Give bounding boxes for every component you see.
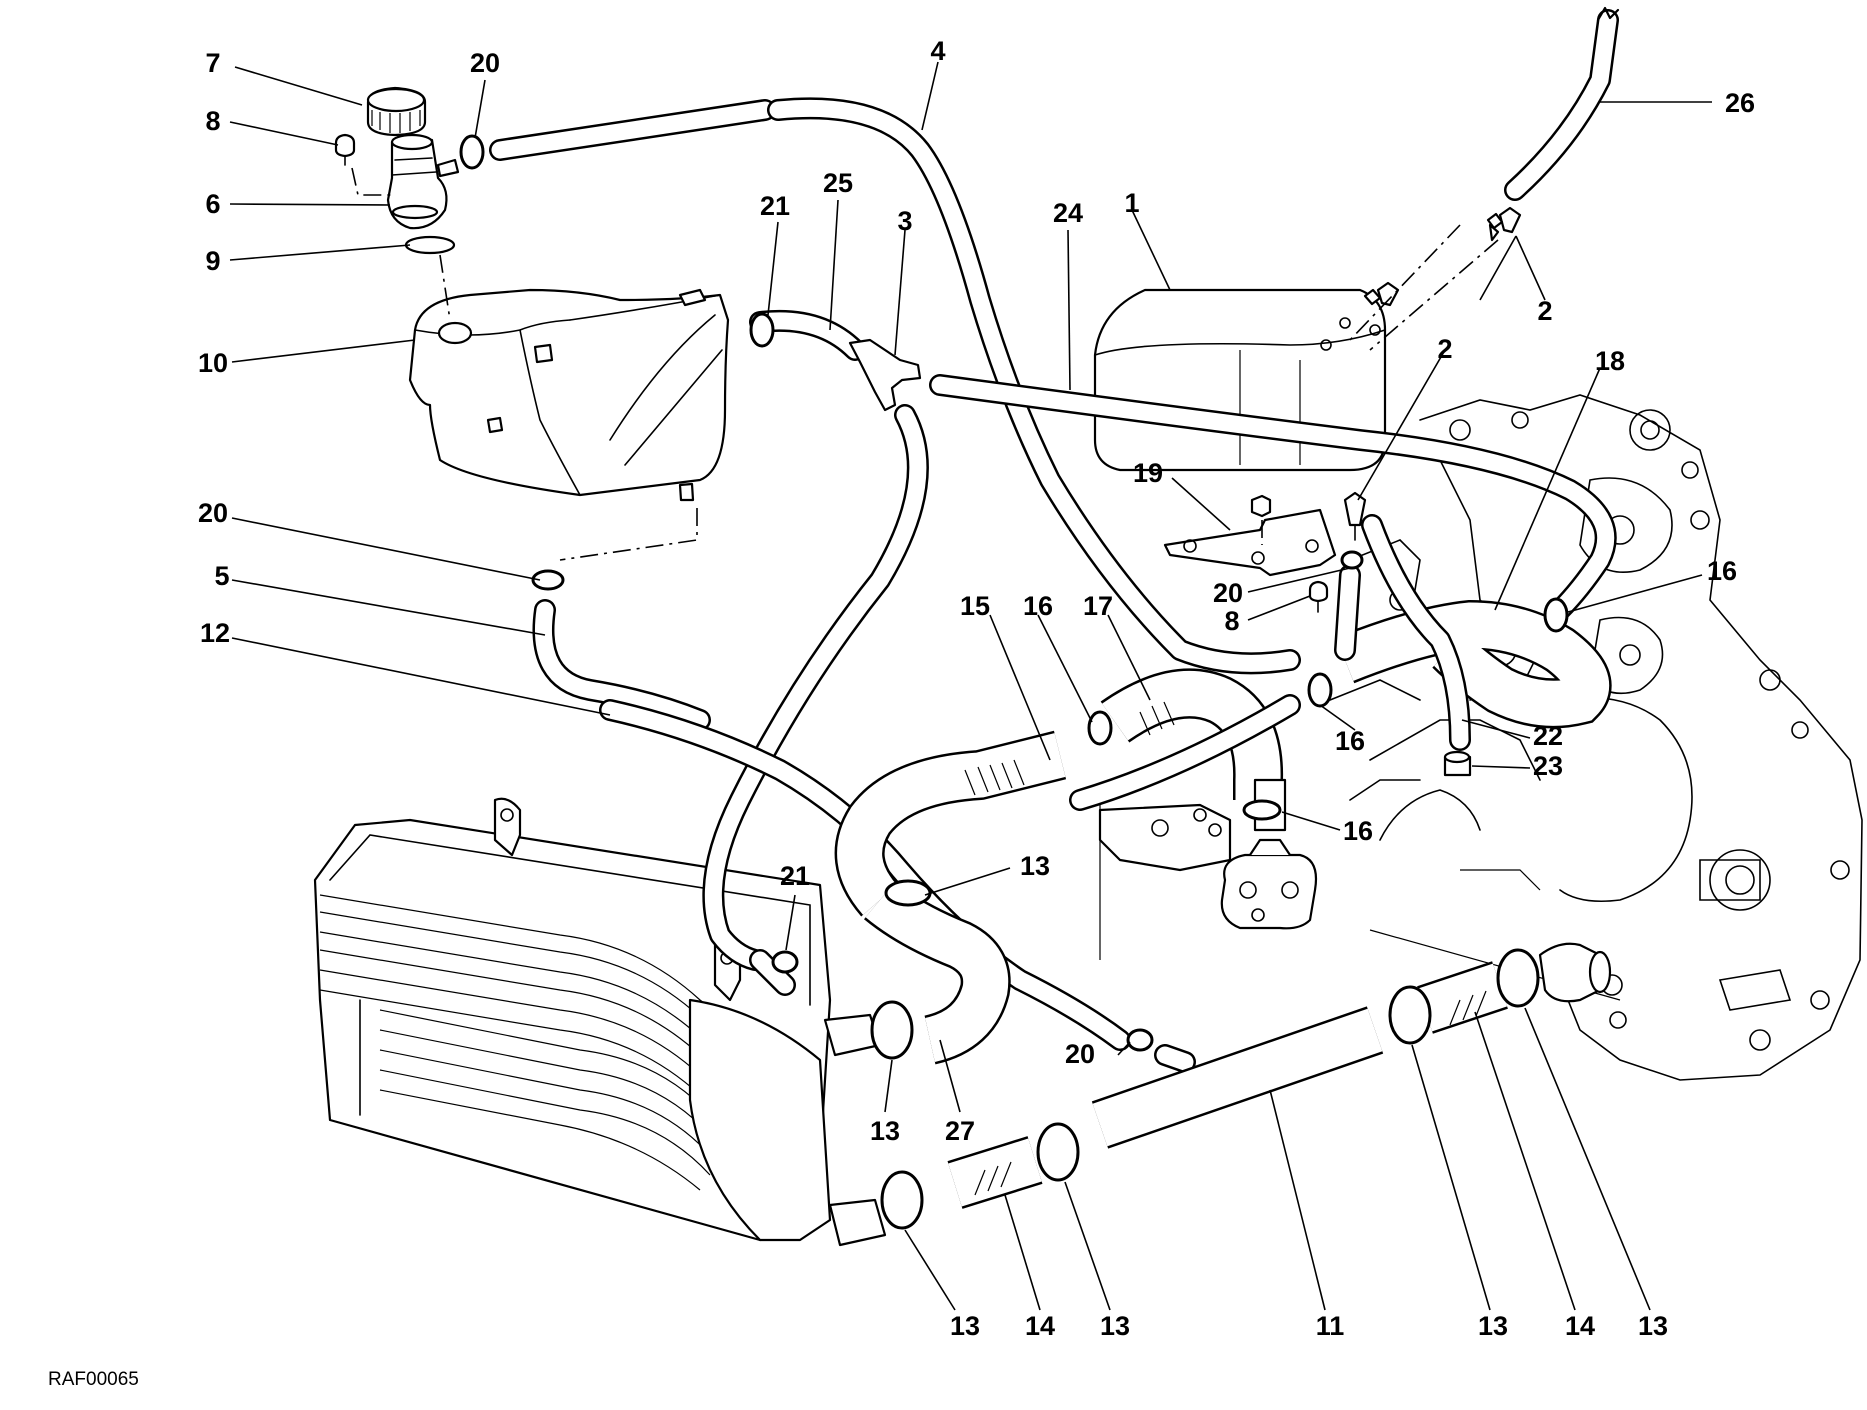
- callout-23: 23: [1533, 751, 1563, 781]
- expansion-tank: [408, 288, 730, 502]
- callout-5: 5: [214, 561, 229, 591]
- callout-6: 6: [205, 189, 220, 219]
- callout-16-a: 16: [1023, 591, 1053, 621]
- callout-2-upper: 2: [1537, 296, 1552, 326]
- diagram-reference-code: RAF00065: [48, 1369, 139, 1390]
- hose-3: [702, 404, 929, 971]
- hose-14a: [947, 1136, 1043, 1209]
- callout-4: 4: [930, 36, 945, 66]
- hose-26: [1504, 6, 1620, 201]
- callout-25: 25: [823, 168, 853, 198]
- callout-9: 9: [205, 246, 220, 276]
- callout-11: 11: [1316, 1311, 1345, 1341]
- callout-15: 15: [960, 591, 990, 621]
- callout-13-b1: 13: [950, 1311, 980, 1341]
- callout-8: 8: [205, 106, 220, 136]
- o-ring: [404, 235, 456, 255]
- hose-27: [863, 880, 1011, 1065]
- callout-16-b: 16: [1335, 726, 1365, 756]
- callout-13-b3: 13: [1478, 1311, 1508, 1341]
- hose-small: [1334, 564, 1361, 661]
- hose-22: [1361, 514, 1471, 751]
- callout-10: 10: [198, 348, 228, 378]
- callout-7: 7: [205, 48, 220, 78]
- plug: [1443, 750, 1472, 777]
- callout-21-lower: 21: [780, 861, 810, 891]
- filler-neck: [386, 133, 460, 230]
- hose-17: [1100, 668, 1284, 800]
- radiator: [313, 797, 887, 1247]
- t-piece: [848, 338, 922, 412]
- callout-12: 12: [200, 618, 230, 648]
- callout-17: 17: [1083, 591, 1113, 621]
- hose-24: [929, 374, 1617, 621]
- callout-14-b: 14: [1565, 1311, 1595, 1341]
- callout-19: 19: [1133, 458, 1163, 488]
- callout-13-b2: 13: [1100, 1311, 1130, 1341]
- callout-14-a: 14: [1025, 1311, 1055, 1341]
- manifold-plate: [1098, 803, 1232, 872]
- bleed-nipples: [1343, 206, 1522, 541]
- callout-13-upper: 13: [1020, 851, 1050, 881]
- callout-21: 21: [760, 191, 790, 221]
- callout-16-c: 16: [1343, 816, 1373, 846]
- hose-21-small: [749, 949, 1196, 1073]
- callout-13-b4: 13: [1638, 1311, 1668, 1341]
- callout-20-tank-lower: 20: [198, 498, 228, 528]
- pipe-11: [1091, 1006, 1384, 1149]
- callout-8-bracket: 8: [1224, 606, 1239, 636]
- callout-18: 18: [1595, 346, 1625, 376]
- callout-16-right: 16: [1707, 556, 1737, 586]
- hose-12: [599, 699, 1131, 1051]
- hose-15: [834, 730, 1067, 917]
- callout-20-lower: 20: [1065, 1039, 1095, 1069]
- callout-13-radiator: 13: [870, 1116, 900, 1146]
- filler-cap: [366, 86, 427, 137]
- hose-14b: [1417, 961, 1508, 1034]
- pump-outlet: [1538, 942, 1612, 1003]
- callout-labels: 7 20 4 26 8 6 9 10 21 25 3 24 1 2 2 18 1…: [198, 36, 1755, 1341]
- callout-20-bracket: 20: [1213, 578, 1243, 608]
- hose-5: [532, 599, 711, 731]
- hose-16-pipe: [1069, 694, 1301, 811]
- screw: [334, 133, 356, 166]
- callout-27: 27: [945, 1116, 975, 1146]
- bracket: [1163, 494, 1337, 577]
- leader-lines: [229, 61, 1712, 1311]
- hose-25: [749, 309, 866, 361]
- callout-20: 20: [470, 48, 500, 78]
- thermostat-housing: [1220, 778, 1318, 930]
- callout-26: 26: [1725, 88, 1755, 118]
- screw-b: [1308, 580, 1329, 613]
- callout-2-lower: 2: [1437, 334, 1452, 364]
- callout-1: 1: [1124, 188, 1139, 218]
- callout-22: 22: [1533, 721, 1563, 751]
- callout-3: 3: [897, 206, 912, 236]
- callout-24: 24: [1053, 198, 1083, 228]
